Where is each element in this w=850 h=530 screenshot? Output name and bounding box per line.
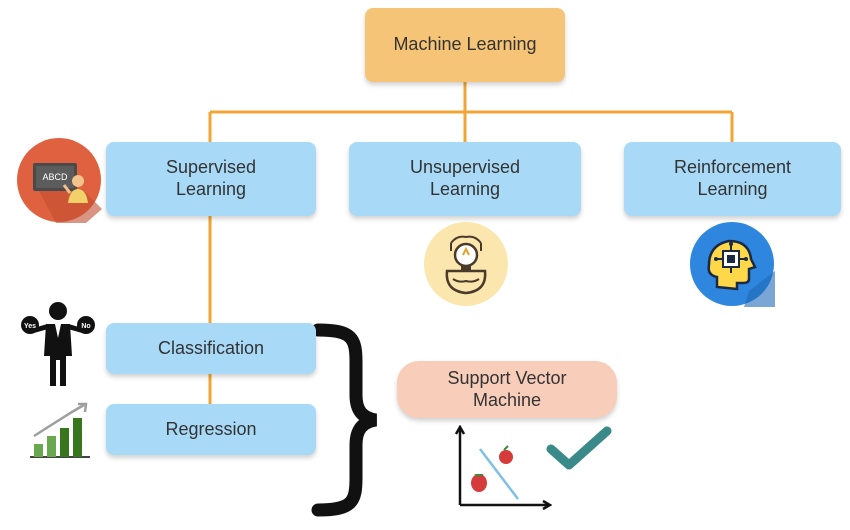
machine-learning-node: Machine Learning [365, 8, 565, 82]
regression-node: Regression [106, 404, 316, 455]
svm-scatter-plot-icon [454, 425, 552, 511]
growth-bar-chart-icon [30, 402, 90, 458]
teacher-board-icon: ABCD [17, 138, 102, 223]
board-text: ABCD [42, 172, 68, 182]
supervised-learning-label: Supervised Learning [165, 157, 257, 199]
yes-text: Yes [24, 323, 36, 330]
support-vector-machine-node: Support Vector Machine [397, 361, 617, 418]
reinforcement-learning-node: Reinforcement Learning [624, 142, 841, 216]
businessman-yes-no-icon: Yes No [21, 302, 95, 386]
classification-label: Classification [157, 337, 265, 358]
checkmark-icon [546, 426, 612, 470]
robot-head-circuit-icon [690, 222, 775, 307]
machine-learning-label: Machine Learning [393, 34, 537, 55]
reinforcement-learning-label: Reinforcement Learning [673, 157, 792, 199]
supervised-learning-node: Supervised Learning [106, 142, 316, 216]
curly-brace-icon [311, 323, 378, 517]
regression-label: Regression [165, 418, 257, 439]
unsupervised-learning-label: Unsupervised Learning [409, 157, 521, 199]
no-text: No [81, 323, 90, 330]
brain-lightbulb-icon [424, 222, 508, 306]
unsupervised-learning-node: Unsupervised Learning [349, 142, 581, 216]
support-vector-machine-label: Support Vector Machine [447, 367, 567, 410]
connector-lines [208, 82, 734, 404]
classification-node: Classification [106, 323, 316, 374]
